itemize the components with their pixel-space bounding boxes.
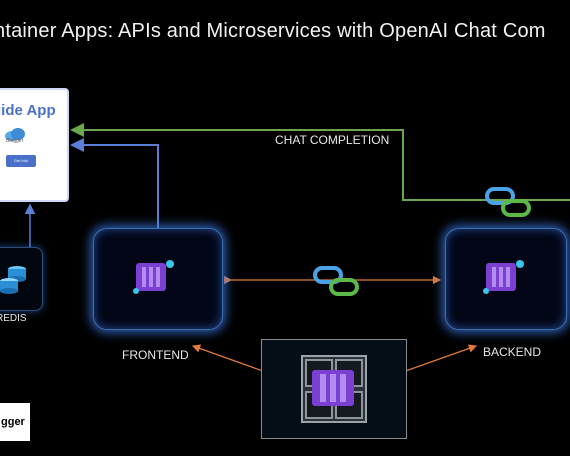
- web-app-preview[interactable]: uide App Blogger Get Info: [0, 90, 67, 200]
- frontend-to-app-wire: [70, 138, 159, 228]
- container-app-icon: [133, 260, 174, 294]
- redis-cache-icon: [0, 266, 26, 294]
- backend-node: [445, 228, 567, 330]
- frontend-node: [93, 228, 223, 330]
- chat-completion-label: CHAT COMPLETION: [275, 133, 390, 147]
- cloud-icon: [5, 128, 25, 141]
- redis-node: [0, 247, 43, 311]
- container-apps-environment: [261, 339, 407, 439]
- backend-label: BACKEND: [483, 345, 542, 359]
- link-icon: [485, 187, 531, 217]
- link-icon: [313, 266, 359, 296]
- frontend-label: FRONTEND: [122, 348, 189, 362]
- diagram-title: ntainer Apps: APIs and Microservices wit…: [0, 20, 546, 42]
- container-app-icon: [483, 260, 524, 294]
- get-info-button[interactable]: Get Info: [6, 155, 36, 167]
- blogger-logo: gger: [0, 403, 30, 441]
- container-environment-icon: [301, 355, 367, 423]
- app-brand: Blogger: [6, 138, 24, 144]
- app-title: uide App: [0, 102, 56, 119]
- redis-label: REDIS: [0, 313, 27, 324]
